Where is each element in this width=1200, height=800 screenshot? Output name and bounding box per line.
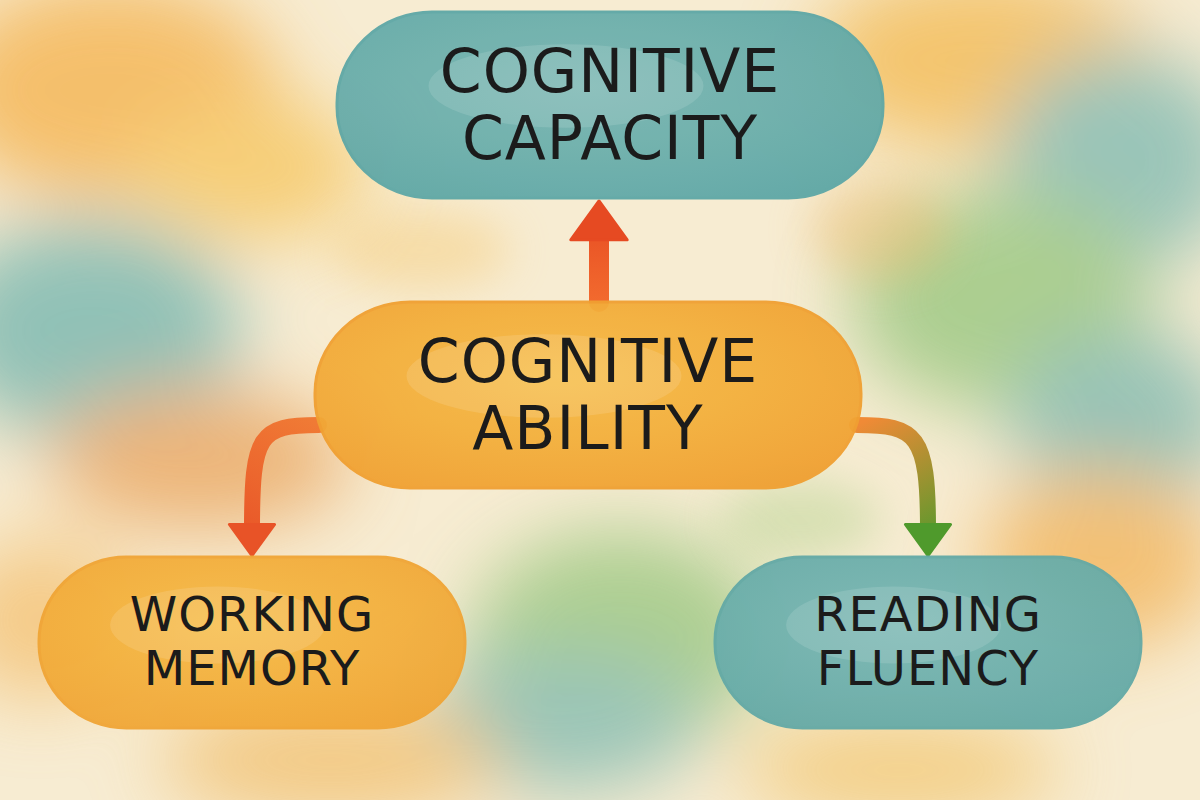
node-label: READING FLUENCY bbox=[778, 588, 1078, 696]
orange-oval-box: COGNITIVE ABILITY bbox=[313, 300, 863, 490]
teal-oval-box: READING FLUENCY bbox=[713, 555, 1143, 730]
connector-arrow bbox=[229, 425, 319, 556]
orange-oval-box: WORKING MEMORY bbox=[37, 555, 467, 730]
connector-arrow bbox=[857, 425, 951, 556]
node-label: WORKING MEMORY bbox=[102, 588, 402, 696]
connector-arrow bbox=[571, 201, 627, 302]
node-label: COGNITIVE ABILITY bbox=[378, 328, 798, 462]
teal-oval-box: COGNITIVE CAPACITY bbox=[335, 10, 885, 200]
node-label: COGNITIVE CAPACITY bbox=[400, 38, 820, 172]
